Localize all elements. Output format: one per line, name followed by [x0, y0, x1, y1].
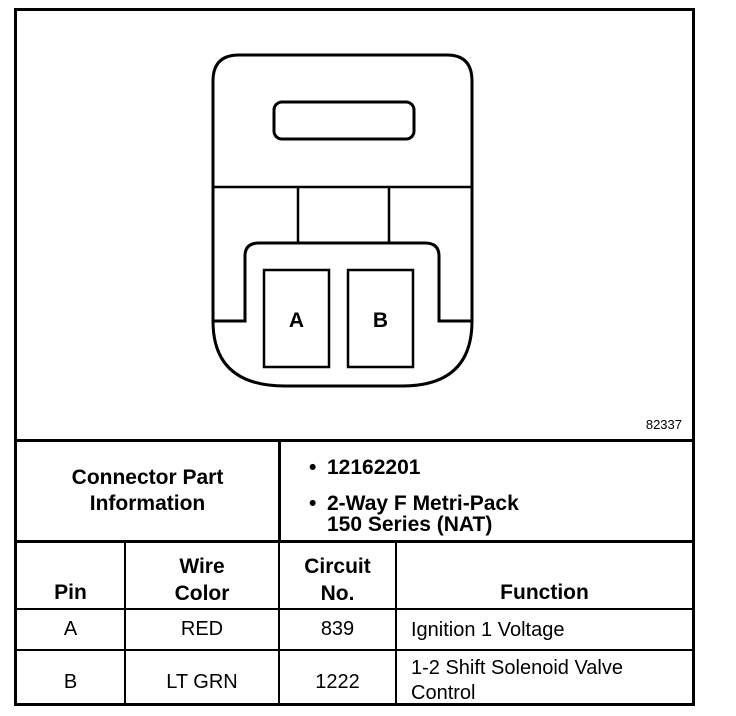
- connector-diagram-frame: A B 82337 Connector Part Information • 1…: [14, 8, 695, 706]
- header-wire-color: Wire Color: [126, 553, 278, 607]
- header-pin: Pin: [54, 581, 87, 604]
- header-circuit: Circuit No.: [280, 553, 395, 607]
- terminal-a-label: A: [289, 309, 304, 332]
- section-divider: [17, 540, 692, 543]
- header-wire-color-line2: Color: [174, 582, 230, 605]
- bullet-icon: •: [309, 456, 317, 479]
- row-divider: [17, 649, 692, 651]
- description-item: • 2-Way F Metri-Pack: [309, 492, 519, 516]
- connector-part-info: Connector Part Information • 12162201 • …: [17, 442, 692, 540]
- pin-table: Pin Wire Color Circuit No. Function A RE…: [17, 543, 692, 706]
- col-divider: [278, 543, 280, 706]
- row-b-circuit: 1222: [315, 671, 360, 693]
- description-item-cont: 150 Series (NAT): [327, 514, 492, 539]
- bullet-icon: •: [309, 492, 317, 515]
- part-number: 12162201: [327, 456, 421, 479]
- terminal-b: [346, 268, 415, 369]
- col-divider: [124, 543, 126, 706]
- connector-face-drawing: A B: [211, 53, 474, 388]
- connector-part-label-line2: Information: [89, 492, 206, 515]
- header-wire-color-line1: Wire: [179, 555, 225, 578]
- connector-part-details: • 12162201 • 2-Way F Metri-Pack 150 Seri…: [281, 442, 692, 540]
- description-line1: 2-Way F Metri-Pack: [327, 492, 519, 515]
- connector-part-label-line1: Connector Part: [71, 466, 224, 489]
- header-circuit-line1: Circuit: [304, 555, 371, 578]
- latch-slot: [272, 100, 416, 141]
- row-b-function-line2: Control: [411, 682, 476, 704]
- col-divider: [395, 543, 397, 706]
- row-b-pin: B: [63, 671, 78, 693]
- row-b-function-line1: 1-2 Shift Solenoid Valve: [411, 657, 623, 679]
- figure-id: 82337: [645, 417, 682, 432]
- part-info-divider: [278, 442, 281, 540]
- connector-part-label: Connector Part Information: [17, 442, 278, 540]
- connector-drawing-area: A B 82337: [17, 11, 692, 439]
- terminal-cavity-outline: [213, 241, 472, 323]
- row-b-function: 1-2 Shift Solenoid Valve Control: [411, 656, 623, 706]
- terminal-a: [262, 268, 331, 369]
- description-line2: 150 Series (NAT): [327, 513, 493, 536]
- row-a-function: Ignition 1 Voltage: [411, 619, 565, 641]
- section-divider: [17, 439, 692, 442]
- row-a-pin: A: [63, 618, 78, 640]
- header-function: Function: [500, 581, 589, 604]
- row-b-wire-color: LT GRN: [166, 671, 238, 693]
- row-a-wire-color: RED: [180, 618, 224, 640]
- row-a-circuit: 839: [320, 618, 355, 640]
- part-number-item: • 12162201: [309, 456, 421, 480]
- row-divider: [17, 608, 692, 610]
- terminal-b-label: B: [373, 309, 388, 332]
- header-circuit-line2: No.: [320, 582, 355, 605]
